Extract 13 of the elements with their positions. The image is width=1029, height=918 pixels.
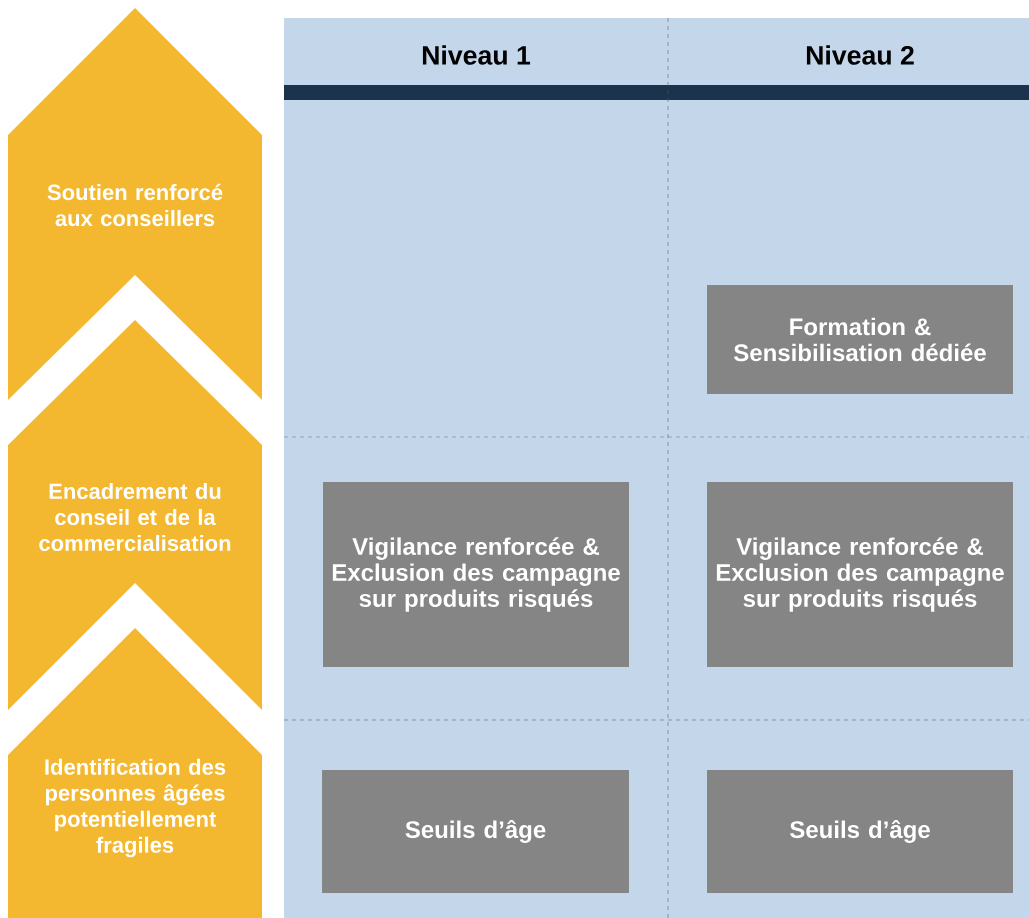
process-box: Formation & Sensibilisation dédiée — [707, 284, 1013, 395]
process-box: Vigilance renforcée & Exclusion des campagne sur produits risqués — [323, 481, 629, 668]
column-header: Niveau 1 — [422, 45, 531, 65]
chevron-band: Identification des personnes âgées potentiellement fragiles — [8, 628, 262, 918]
process-box: Vigilance renforcée & Exclusion des campagne sur produits risqués — [707, 481, 1013, 668]
process-box: Seuils d’âge — [707, 770, 1013, 893]
chevron-band: Encadrement du conseil et de la commercialisation — [8, 320, 262, 710]
column-header: Niveau 2 — [806, 45, 914, 65]
process-box: Seuils d’âge — [322, 770, 629, 893]
node-label: Identification des personnes âgées potentiellement fragiles — [45, 758, 226, 858]
chevron-band: Soutien renforcé aux conseillers — [8, 8, 262, 400]
node-label: Encadrement du conseil et de la commercialisation — [39, 482, 231, 552]
node-label: Soutien renforcé aux conseillers — [47, 183, 223, 227]
